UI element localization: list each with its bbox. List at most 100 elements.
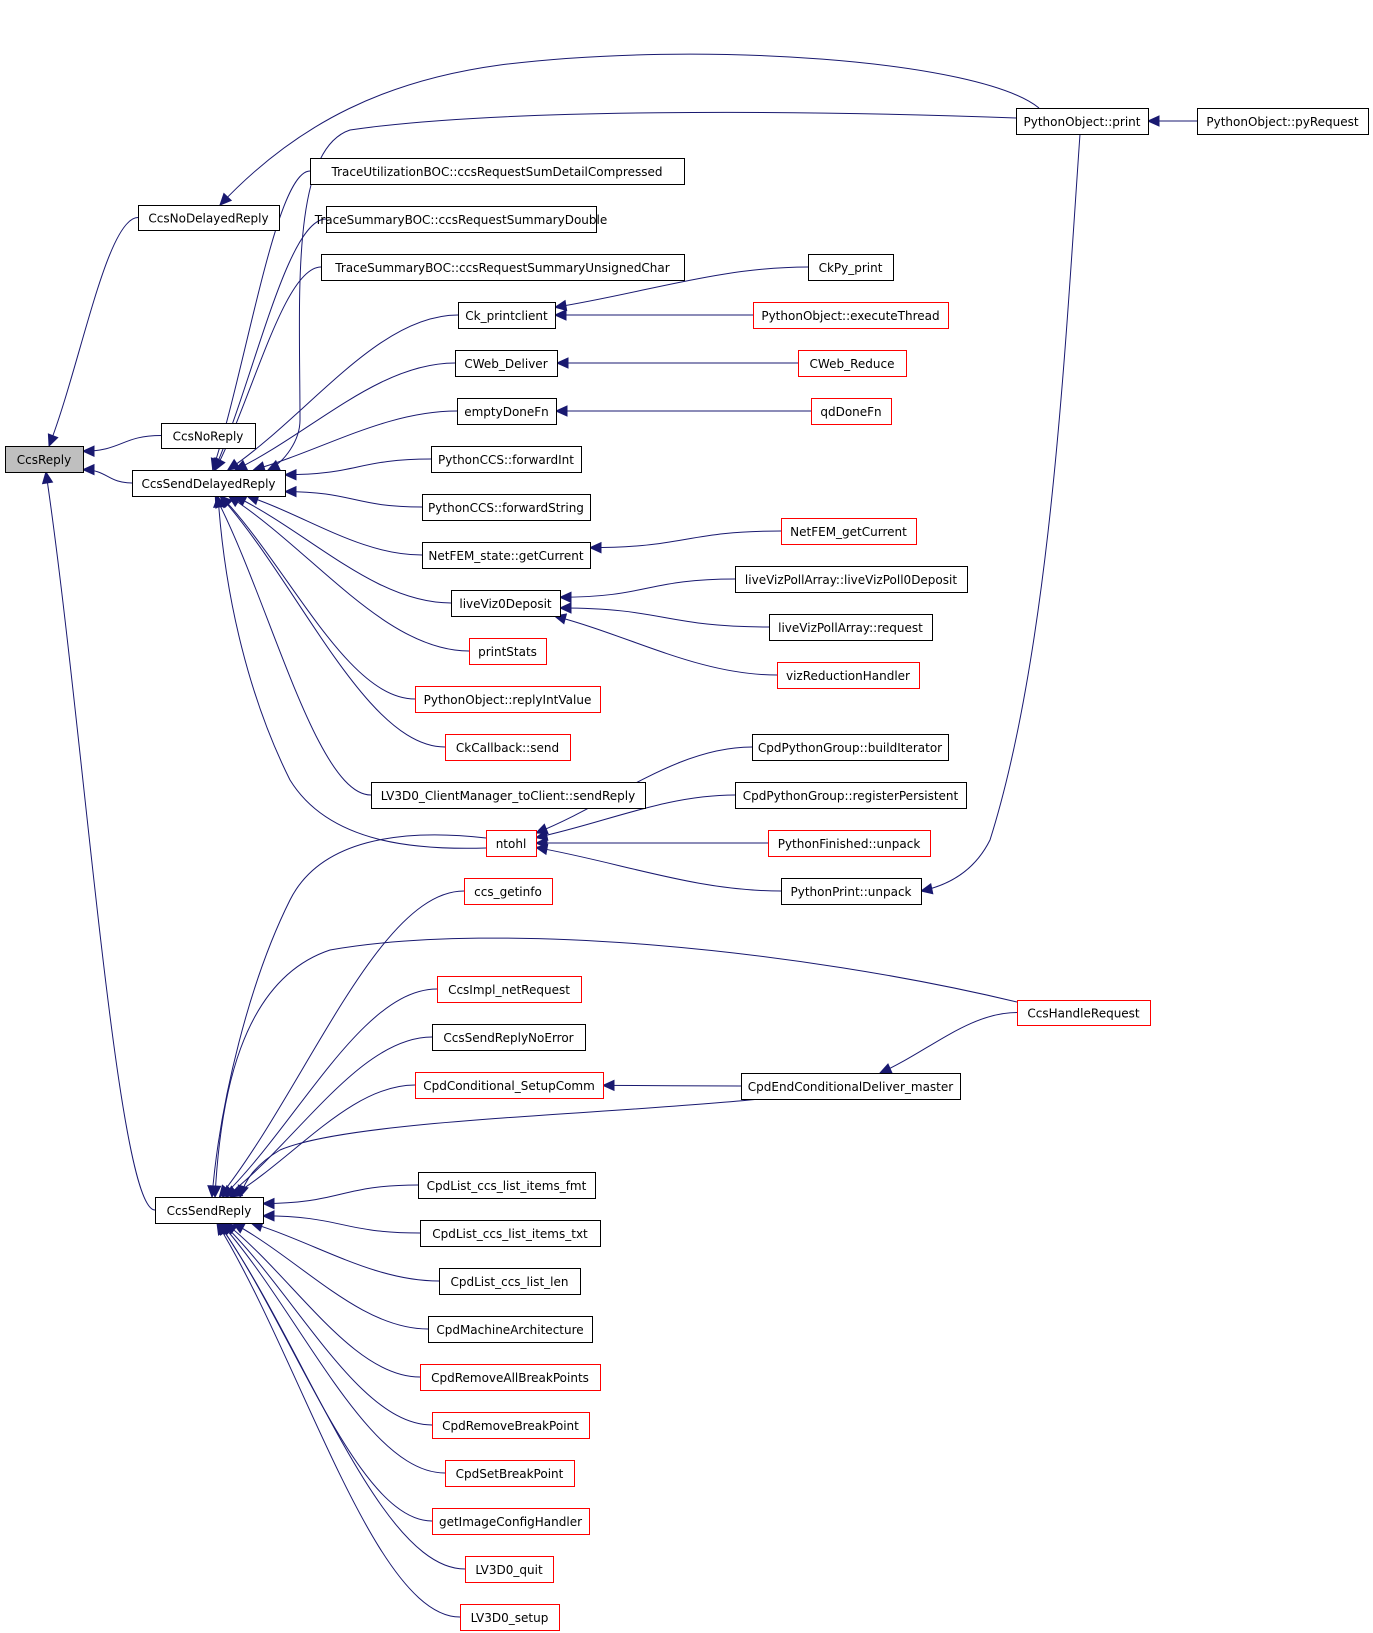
node-CpdRemoveAllBreakPoints[interactable]: CpdRemoveAllBreakPoints xyxy=(420,1364,601,1391)
node-box[interactable] xyxy=(418,1172,596,1199)
node-box[interactable] xyxy=(161,423,256,449)
node-CWebReduce[interactable]: CWeb_Reduce xyxy=(798,350,907,377)
node-TraceSummaryDouble[interactable]: TraceSummaryBOC::ccsRequestSummaryDouble xyxy=(314,206,607,233)
node-NetFEMGetCurrent[interactable]: NetFEM_getCurrent xyxy=(781,518,917,545)
node-box[interactable] xyxy=(445,1460,575,1487)
node-emptyDoneFn[interactable]: emptyDoneFn xyxy=(457,398,557,425)
node-CpdPythonGroupBuildIterator[interactable]: CpdPythonGroup::buildIterator xyxy=(752,734,949,761)
node-box[interactable] xyxy=(753,302,949,329)
node-box[interactable] xyxy=(437,976,582,1003)
node-PythonObjectExecuteThread[interactable]: PythonObject::executeThread xyxy=(753,302,949,329)
node-LV3D0ClientSendReply[interactable]: LV3D0_ClientManager_toClient::sendReply xyxy=(371,782,646,809)
node-getImageConfigHandler[interactable]: getImageConfigHandler xyxy=(432,1508,590,1535)
node-box[interactable] xyxy=(464,878,553,905)
node-box[interactable] xyxy=(1197,108,1369,135)
node-box[interactable] xyxy=(432,1412,590,1439)
node-CcsNoReply[interactable]: CcsNoReply xyxy=(161,423,256,449)
node-CkPyPrint[interactable]: CkPy_print xyxy=(808,254,894,281)
node-PythonObjectPyRequest[interactable]: PythonObject::pyRequest xyxy=(1197,108,1369,135)
node-CcsSendReply[interactable]: CcsSendReply xyxy=(155,1197,264,1224)
node-box[interactable] xyxy=(422,542,591,569)
node-CcsSendDelayedReply[interactable]: CcsSendDelayedReply xyxy=(132,470,286,497)
node-LV3D0Quit[interactable]: LV3D0_quit xyxy=(465,1556,554,1583)
node-CcsSendReplyNoError[interactable]: CcsSendReplyNoError xyxy=(432,1024,586,1051)
node-box[interactable] xyxy=(445,734,571,761)
node-CcsHandleRequest[interactable]: CcsHandleRequest xyxy=(1017,1000,1151,1026)
node-PythonCCSForwardString[interactable]: PythonCCS::forwardString xyxy=(422,494,591,521)
node-PythonFinishedUnpack[interactable]: PythonFinished::unpack xyxy=(768,830,931,857)
node-box[interactable] xyxy=(432,1508,590,1535)
node-box[interactable] xyxy=(451,590,561,617)
node-box[interactable] xyxy=(768,830,931,857)
node-box[interactable] xyxy=(798,350,907,377)
node-CpdEndConditionalDeliverMaster[interactable]: CpdEndConditionalDeliver_master xyxy=(741,1073,961,1100)
node-box[interactable] xyxy=(138,205,280,231)
node-CpdListLen[interactable]: CpdList_ccs_list_len xyxy=(439,1268,581,1295)
node-box[interactable] xyxy=(1017,1000,1151,1026)
node-PythonCCSForwardInt[interactable]: PythonCCS::forwardInt xyxy=(431,446,582,473)
node-box[interactable] xyxy=(465,1556,554,1583)
node-PythonObjectPrint[interactable]: PythonObject::print xyxy=(1016,108,1149,135)
node-box[interactable] xyxy=(752,734,949,761)
node-CpdPythonGroupRegisterPersistent[interactable]: CpdPythonGroup::registerPersistent xyxy=(735,782,967,809)
node-box[interactable] xyxy=(777,662,920,689)
node-box[interactable] xyxy=(371,782,646,809)
node-CcsReply[interactable]: CcsReply xyxy=(5,446,84,473)
node-TraceSummaryUChar[interactable]: TraceSummaryBOC::ccsRequestSummaryUnsign… xyxy=(321,254,685,281)
node-liveVizPollArrayRequest[interactable]: liveVizPollArray::request xyxy=(769,614,933,641)
node-liveViz0Deposit[interactable]: liveViz0Deposit xyxy=(451,590,561,617)
node-CpdRemoveBreakPoint[interactable]: CpdRemoveBreakPoint xyxy=(432,1412,590,1439)
node-box[interactable] xyxy=(422,494,591,521)
node-box[interactable] xyxy=(310,158,685,185)
node-box[interactable] xyxy=(741,1073,961,1100)
node-CpdListItemsTxt[interactable]: CpdList_ccs_list_items_txt xyxy=(420,1220,601,1247)
node-CpdMachineArchitecture[interactable]: CpdMachineArchitecture xyxy=(428,1316,593,1343)
node-CpdConditionalSetupComm[interactable]: CpdConditional_SetupComm xyxy=(415,1072,604,1099)
node-box[interactable] xyxy=(1016,108,1149,135)
node-printStats[interactable]: printStats xyxy=(469,638,547,665)
node-box[interactable] xyxy=(769,614,933,641)
node-NetFEMStateGetCurrent[interactable]: NetFEM_state::getCurrent xyxy=(422,542,591,569)
node-box[interactable] xyxy=(455,350,558,377)
node-box[interactable] xyxy=(457,398,557,425)
node-box[interactable] xyxy=(431,446,582,473)
node-box[interactable] xyxy=(811,398,892,425)
node-box[interactable] xyxy=(469,638,547,665)
node-box[interactable] xyxy=(415,1072,604,1099)
node-box[interactable] xyxy=(458,302,556,329)
node-box[interactable] xyxy=(781,518,917,545)
node-box[interactable] xyxy=(486,830,537,857)
node-CkCallbackSend[interactable]: CkCallback::send xyxy=(445,734,571,761)
node-CWebDeliver[interactable]: CWeb_Deliver xyxy=(455,350,558,377)
node-box[interactable] xyxy=(132,470,286,497)
node-box[interactable] xyxy=(5,446,84,473)
node-CpdListItemsFmt[interactable]: CpdList_ccs_list_items_fmt xyxy=(418,1172,596,1199)
node-box[interactable] xyxy=(808,254,894,281)
node-box[interactable] xyxy=(432,1024,586,1051)
node-box[interactable] xyxy=(155,1197,264,1224)
node-CcsNoDelayedReply[interactable]: CcsNoDelayedReply xyxy=(138,205,280,231)
node-box[interactable] xyxy=(415,686,601,713)
node-box[interactable] xyxy=(420,1364,601,1391)
node-PythonObjectReplyIntValue[interactable]: PythonObject::replyIntValue xyxy=(415,686,601,713)
node-box[interactable] xyxy=(460,1604,560,1631)
node-box[interactable] xyxy=(420,1220,601,1247)
node-CpdSetBreakPoint[interactable]: CpdSetBreakPoint xyxy=(445,1460,575,1487)
node-qdDoneFn[interactable]: qdDoneFn xyxy=(811,398,892,425)
node-box[interactable] xyxy=(735,782,967,809)
node-box[interactable] xyxy=(428,1316,593,1343)
node-ntohl[interactable]: ntohl xyxy=(486,830,537,857)
node-box[interactable] xyxy=(735,566,968,593)
node-box[interactable] xyxy=(326,206,597,233)
node-ccsGetinfo[interactable]: ccs_getinfo xyxy=(464,878,553,905)
node-liveVizPollArrayDeposit[interactable]: liveVizPollArray::liveVizPoll0Deposit xyxy=(735,566,968,593)
node-CkPrintclient[interactable]: Ck_printclient xyxy=(458,302,556,329)
node-PythonPrintUnpack[interactable]: PythonPrint::unpack xyxy=(781,878,922,905)
node-TraceUtilSumDetail[interactable]: TraceUtilizationBOC::ccsRequestSumDetail… xyxy=(310,158,685,185)
node-box[interactable] xyxy=(321,254,685,281)
node-CcsImplNetRequest[interactable]: CcsImpl_netRequest xyxy=(437,976,582,1003)
node-box[interactable] xyxy=(439,1268,581,1295)
node-vizReductionHandler[interactable]: vizReductionHandler xyxy=(777,662,920,689)
node-box[interactable] xyxy=(781,878,922,905)
node-LV3D0Setup[interactable]: LV3D0_setup xyxy=(460,1604,560,1631)
